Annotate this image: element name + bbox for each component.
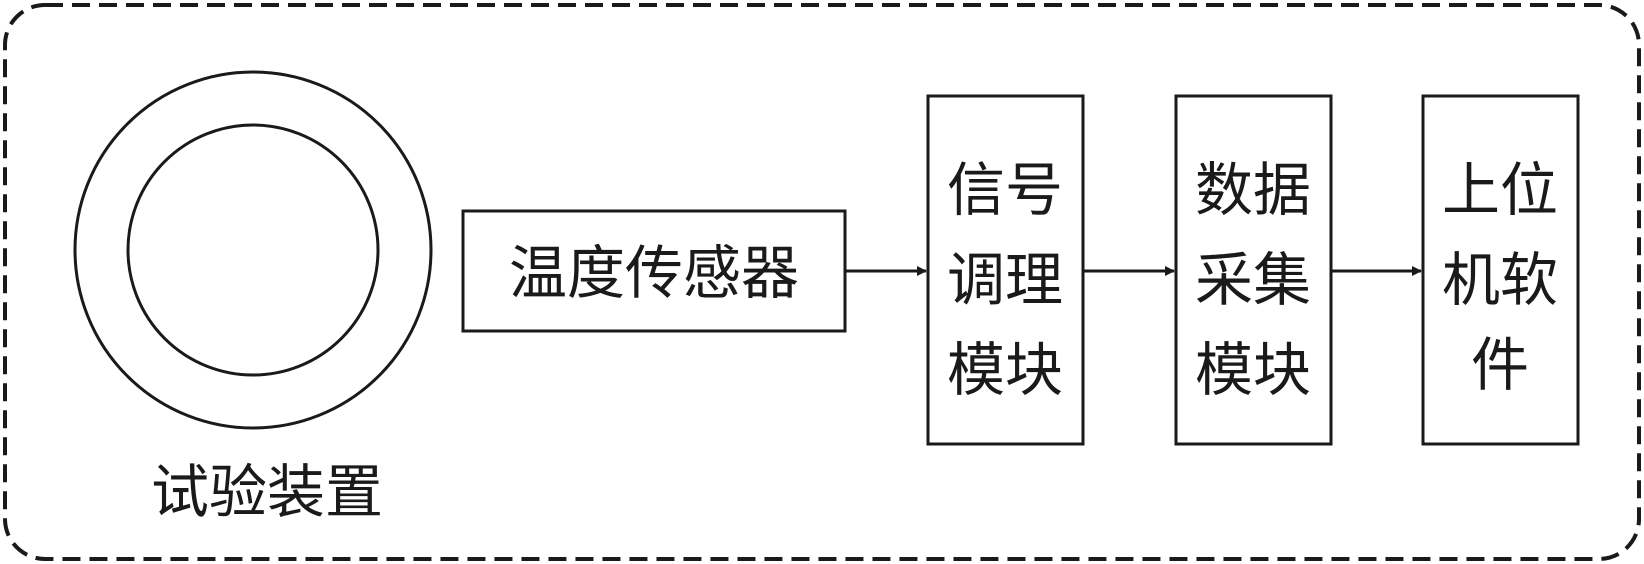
signal-conditioning-line-2: 调理 xyxy=(947,246,1063,314)
host-software-line-1: 上位 xyxy=(1442,156,1558,224)
data-acquisition-line-1: 数据 xyxy=(1195,156,1311,224)
test-device xyxy=(73,70,433,430)
host-software-line-2: 机软 xyxy=(1442,246,1558,314)
host-software-line-3: 件 xyxy=(1471,331,1529,399)
signal-conditioning-line-1: 信号 xyxy=(947,156,1063,224)
signal-conditioning-line-3: 模块 xyxy=(947,336,1063,404)
data-acquisition-line-2: 采集 xyxy=(1195,246,1311,314)
system-boundary xyxy=(3,3,1641,561)
host-software-box xyxy=(1421,94,1580,446)
test-device-label: 试验装置 xyxy=(151,458,383,526)
temperature-sensor-box xyxy=(461,209,847,333)
temperature-sensor-label: 温度传感器 xyxy=(509,239,799,307)
test-device-outer-ring xyxy=(73,70,433,430)
test-device-inner-ring xyxy=(126,123,380,377)
data-acquisition-box xyxy=(1174,94,1333,446)
data-acquisition-line-3: 模块 xyxy=(1195,336,1311,404)
